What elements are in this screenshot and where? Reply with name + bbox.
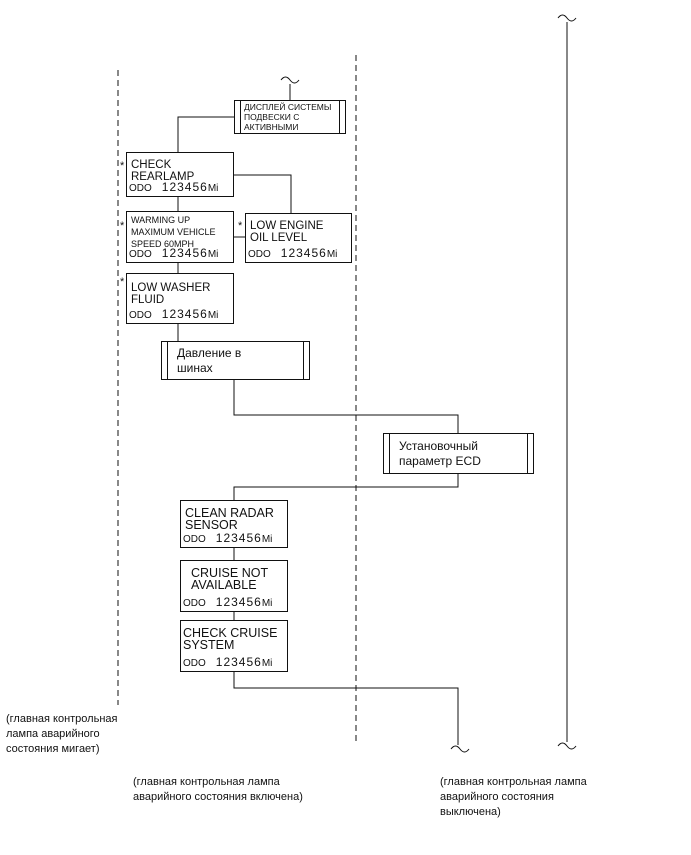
odo-value: 123456: [161, 246, 208, 260]
odo-label: ODO: [129, 310, 152, 321]
odo-value: 123456: [280, 246, 327, 260]
message-text: CRUISE NOT AVAILABLE: [191, 566, 269, 592]
connector-ecd-to-radar: [233, 474, 459, 500]
odo-unit: Mi: [207, 310, 219, 321]
odo-value: 123456: [215, 531, 262, 545]
break-mark-right-top: [557, 14, 577, 22]
display-system-header-box: ДИСПЛЕЙ СИСТЕМЫ ПОДВЕСКИ С АКТИВНЫМИ: [234, 100, 346, 134]
break-mark-bottom: [450, 745, 470, 753]
connector-header-to-rearlamp: [177, 116, 234, 152]
display-system-header-text: ДИСПЛЕЙ СИСТЕМЫ ПОДВЕСКИ С АКТИВНЫМИ: [244, 102, 332, 132]
odo-unit: Mi: [261, 534, 273, 545]
odometer-readout: ODO 123456Mi: [129, 307, 218, 321]
message-clean-radar-sensor: CLEAN RADAR SENSOR ODO 123456Mi: [180, 500, 288, 548]
odo-label: ODO: [248, 249, 271, 260]
tire-pressure-box: Давление в шинах: [161, 341, 310, 380]
star-mark-oil: *: [238, 220, 243, 232]
odometer-readout: ODO 123456Mi: [129, 180, 218, 194]
tire-pressure-text: Давление в шинах: [177, 345, 242, 375]
odo-value: 123456: [161, 180, 208, 194]
message-text: LOW WASHER FLUID: [131, 282, 211, 306]
star-mark-rearlamp: *: [120, 160, 125, 172]
odometer-readout: ODO 123456Mi: [248, 246, 337, 260]
odo-value: 123456: [215, 655, 262, 669]
ecd-setting-text: Установочный параметр ECD: [399, 438, 481, 468]
odo-unit: Mi: [326, 249, 338, 260]
message-text: LOW ENGINE OIL LEVEL: [250, 220, 324, 244]
message-check-rearlamp: CHECK REARLAMP ODO 123456Mi: [126, 152, 234, 197]
message-low-washer-fluid: LOW WASHER FLUID ODO 123456Mi: [126, 273, 234, 324]
connector-check-to-bottom: [233, 672, 459, 745]
odo-unit: Mi: [261, 658, 273, 669]
message-cruise-not-available: CRUISE NOT AVAILABLE ODO 123456Mi: [180, 560, 288, 612]
odo-label: ODO: [129, 249, 152, 260]
odometer-readout: ODO 123456Mi: [183, 655, 272, 669]
message-text: CLEAN RADAR SENSOR: [185, 506, 274, 532]
odo-label: ODO: [183, 598, 206, 609]
ecd-setting-box: Установочный параметр ECD: [383, 433, 534, 474]
connector-rearlamp-to-oil: [234, 174, 292, 213]
odo-label: ODO: [129, 183, 152, 194]
message-text: WARMING UP MAXIMUM VEHICLE SPEED 60MPH: [131, 215, 216, 249]
message-warming-up: WARMING UP MAXIMUM VEHICLE SPEED 60MPH O…: [126, 211, 234, 263]
message-text: CHECK REARLAMP: [131, 159, 195, 183]
message-check-cruise-system: CHECK CRUISE SYSTEM ODO 123456Mi: [180, 620, 288, 672]
note-lamp-on: (главная контрольная лампа аварийного со…: [133, 776, 303, 803]
odo-unit: Mi: [207, 249, 219, 260]
break-mark-right-bottom: [557, 742, 577, 750]
break-mark-top: [280, 76, 300, 84]
note-lamp-off: (главная контрольная лампа аварийного со…: [440, 776, 587, 818]
star-mark-washer: *: [120, 276, 125, 288]
odo-label: ODO: [183, 534, 206, 545]
odometer-readout: ODO 123456Mi: [183, 595, 272, 609]
message-text: CHECK CRUISE SYSTEM: [183, 626, 278, 652]
odo-value: 123456: [161, 307, 208, 321]
note-lamp-blinking: (главная контрольная лампа аварийного со…: [6, 713, 118, 755]
odo-value: 123456: [215, 595, 262, 609]
odo-unit: Mi: [207, 183, 219, 194]
odo-unit: Mi: [261, 598, 273, 609]
message-low-engine-oil: LOW ENGINE OIL LEVEL ODO 123456Mi: [245, 213, 352, 263]
odometer-readout: ODO 123456Mi: [129, 246, 218, 260]
star-mark-warming: *: [120, 220, 125, 232]
odo-label: ODO: [183, 658, 206, 669]
odometer-readout: ODO 123456Mi: [183, 531, 272, 545]
connector-tire-to-ecd: [233, 380, 459, 433]
